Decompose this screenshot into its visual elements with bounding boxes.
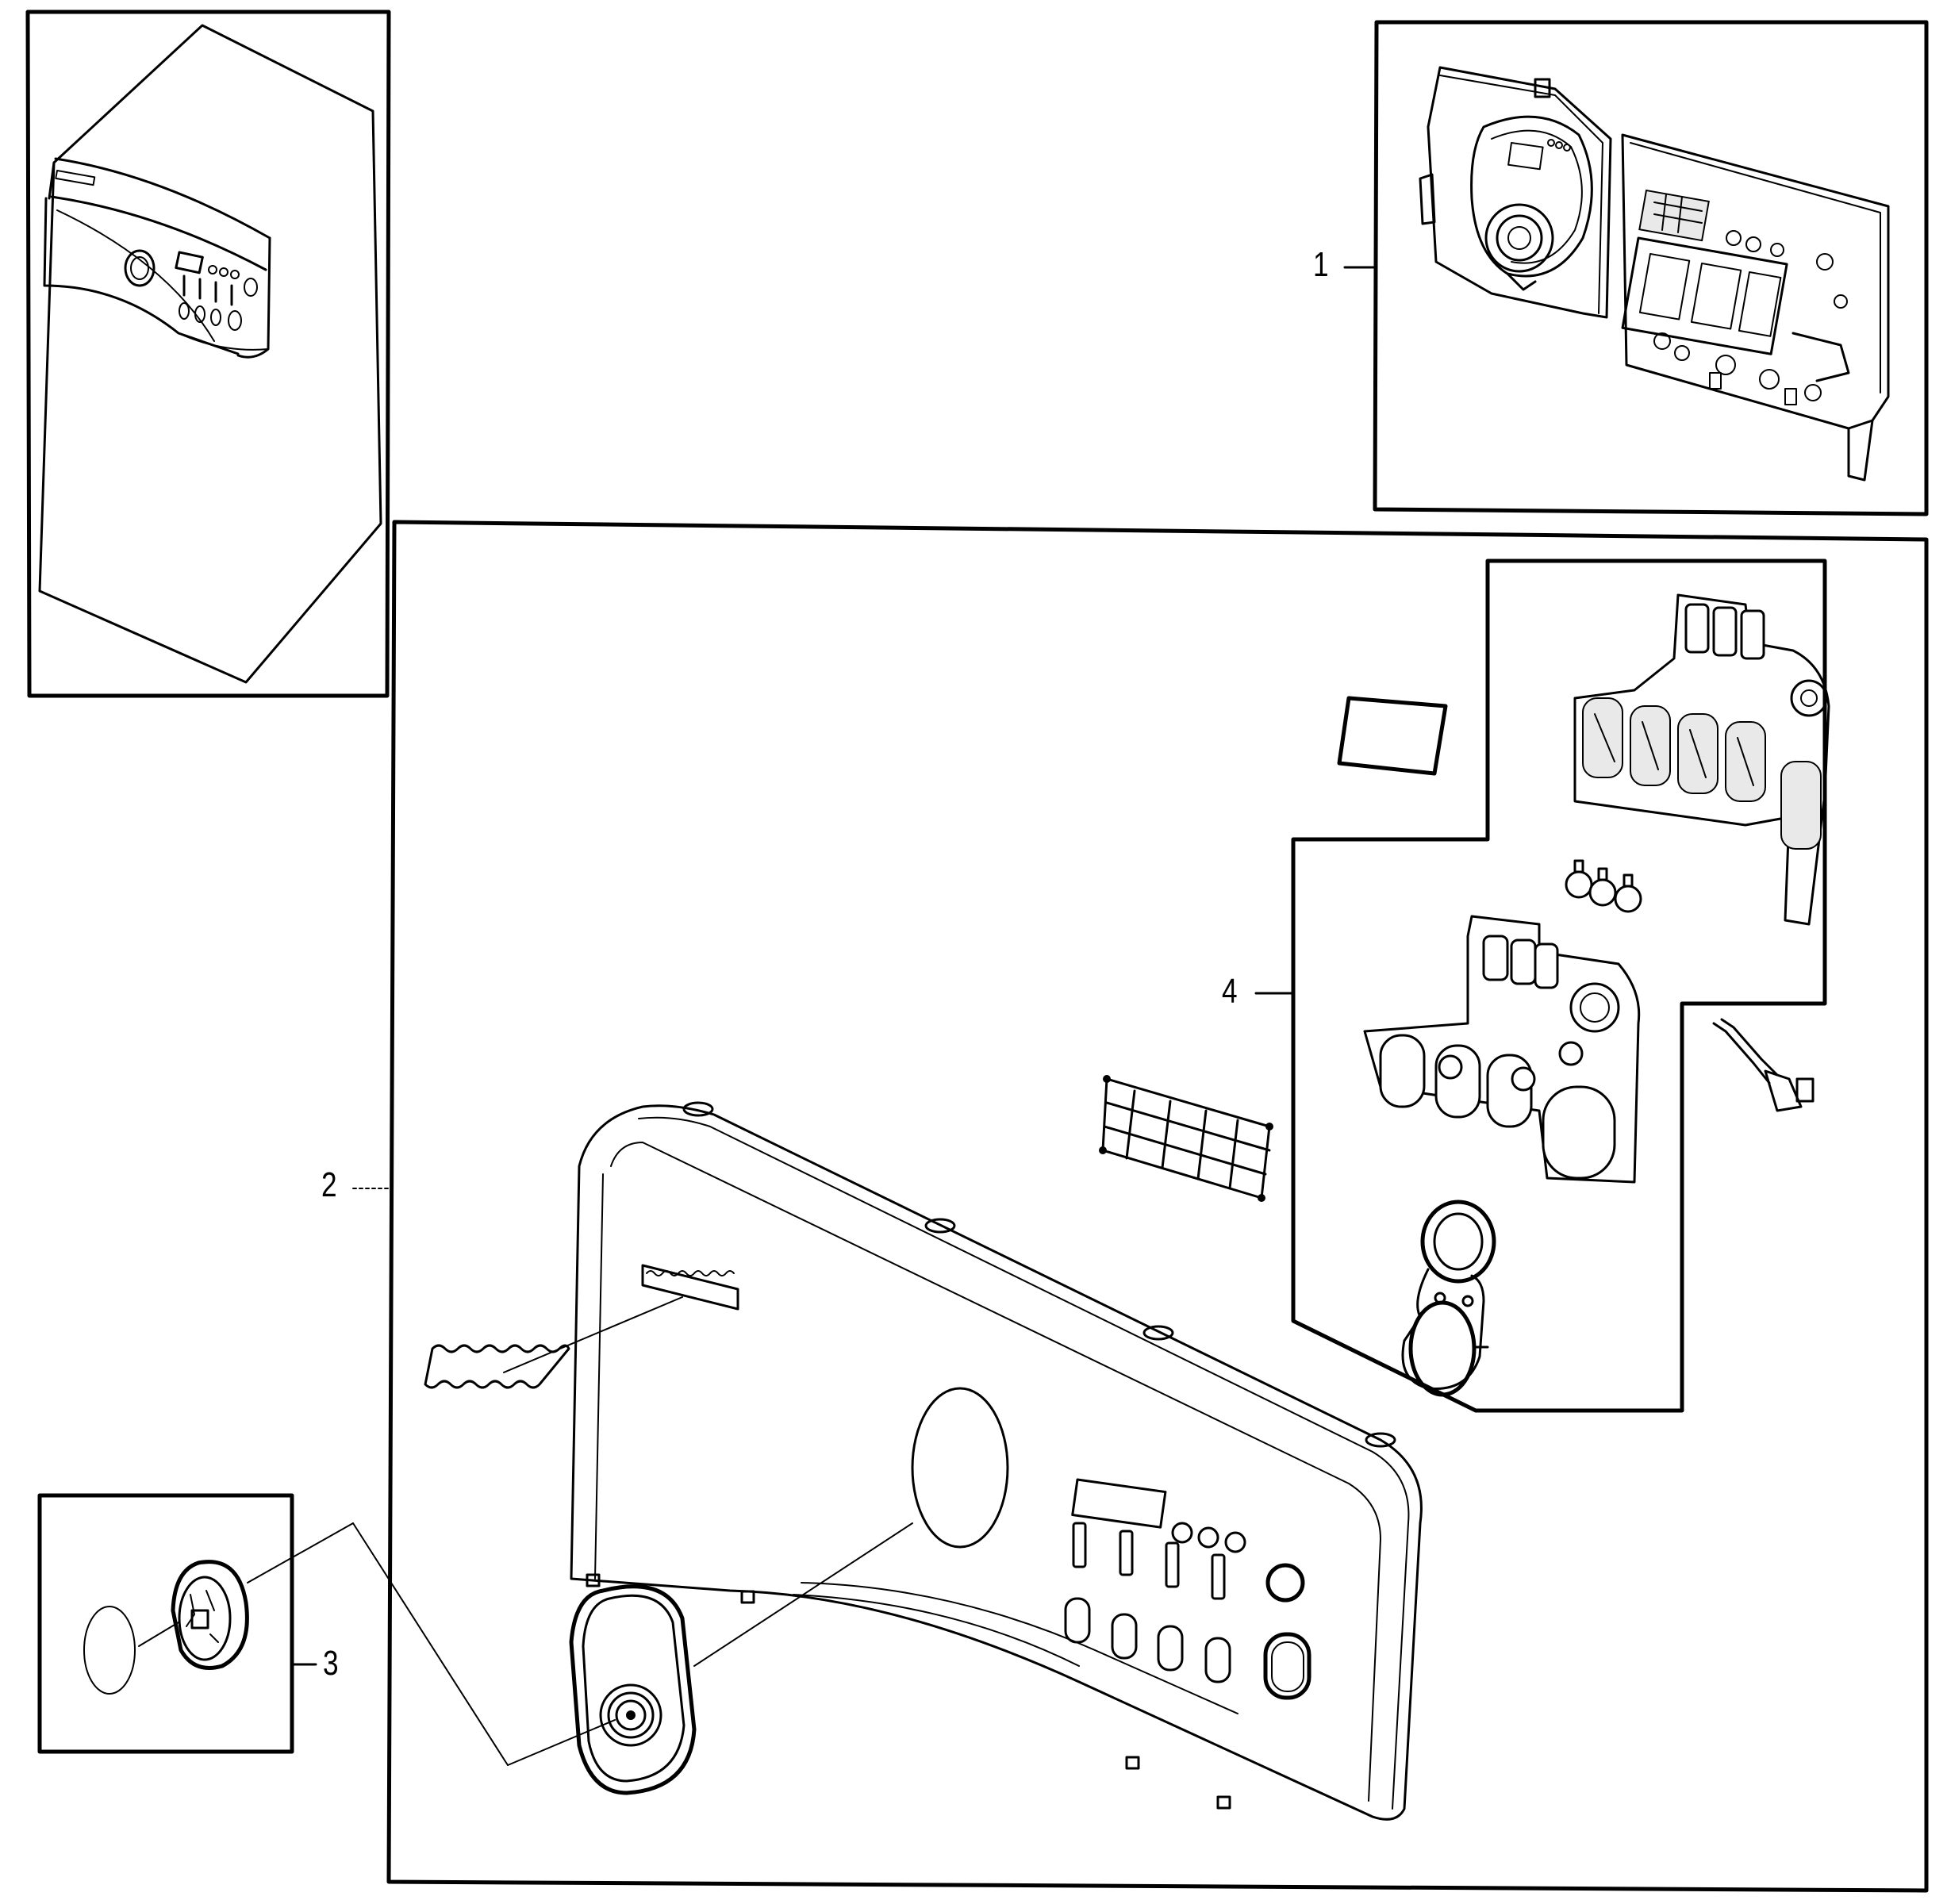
rubber-keypad	[1363, 915, 1641, 1184]
callout-part-2: 2	[321, 1165, 337, 1204]
part-3-to-knob-leader-3	[507, 1719, 616, 1766]
control-pcb-assembly	[1419, 66, 1890, 482]
brand-badge-leader	[503, 1296, 683, 1373]
part-1-panel	[1343, 20, 1929, 516]
part-2-panel	[352, 520, 1929, 1893]
front-control-panel	[570, 1101, 1423, 1821]
top-button-board	[1573, 593, 1830, 926]
wire-harness-connector	[1712, 1018, 1815, 1112]
indicator-buttons	[1565, 859, 1642, 913]
knob-gasket	[1401, 1200, 1496, 1397]
part-3-to-knob-leader-2	[352, 1522, 509, 1766]
appliance-overview-panel	[25, 10, 391, 698]
display-window-lens	[1337, 696, 1448, 776]
brand-badge	[424, 1344, 570, 1389]
callout-part-4: 4	[1222, 972, 1238, 1011]
keypad-gasket-frame	[1099, 1075, 1273, 1202]
washer-cabinet-illustration	[38, 24, 382, 684]
control-knob	[569, 1584, 697, 1795]
part-3-panel	[37, 1493, 616, 1766]
part-4-subpanel	[1254, 559, 1830, 1413]
cap-leader-line	[138, 1622, 179, 1647]
knob-leader-line	[693, 1522, 913, 1667]
callout-part-1: 1	[1313, 245, 1329, 284]
knob-cap	[83, 1560, 249, 1695]
callout-part-3: 3	[323, 1644, 339, 1683]
part-3-to-knob-leader	[247, 1522, 354, 1583]
